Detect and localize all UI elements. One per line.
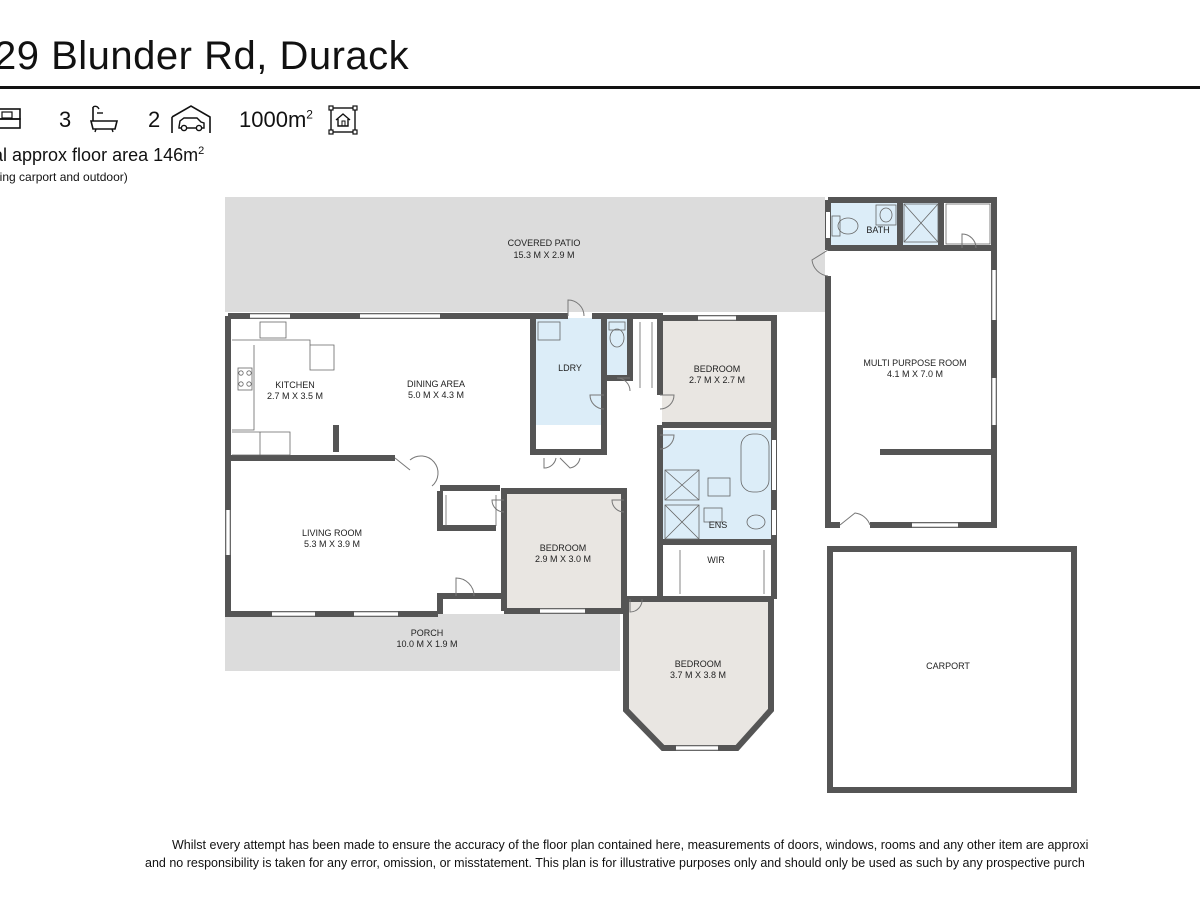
dining-size: 5.0 M X 4.3 M [408, 390, 464, 400]
total-floor-area-superscript: 2 [198, 145, 205, 157]
property-address-title: 29 Blunder Rd, Durack [0, 34, 410, 78]
header-divider [0, 86, 1200, 89]
porch-name: PORCH [411, 628, 444, 638]
living-size: 5.3 M X 3.9 M [304, 539, 360, 549]
total-floor-area: al approx floor area 146m2 [0, 145, 204, 166]
bedroom-c-name: BEDROOM [675, 659, 722, 669]
disclaimer-line-1: Whilst every attempt has been made to en… [172, 838, 1089, 852]
ldry-name: LDRY [558, 363, 582, 373]
window-frames [225, 270, 997, 751]
wc-area [604, 318, 630, 378]
dining-name: DINING AREA [407, 379, 465, 389]
multi-purpose-size: 4.1 M X 7.0 M [887, 369, 943, 379]
total-floor-area-text: al approx floor area 146m [0, 145, 199, 165]
wir-name: WIR [707, 555, 725, 565]
bed-icon [0, 108, 21, 129]
bedroom-b-name: BEDROOM [540, 543, 587, 553]
bedroom-a-size: 2.7 M X 2.7 M [689, 375, 745, 385]
bedroom-c-area [626, 599, 771, 748]
land-size-unit-superscript: 2 [306, 107, 313, 122]
carport-name: CARPORT [926, 661, 970, 671]
bath-name: BATH [866, 225, 889, 235]
bedroom-a-area [662, 318, 771, 425]
multi-purpose-name: MULTI PURPOSE ROOM [863, 358, 966, 368]
bedroom-c-size: 3.7 M X 3.8 M [670, 670, 726, 680]
car-icon [171, 105, 211, 133]
kitchen-name: KITCHEN [275, 380, 315, 390]
bath-area [829, 202, 899, 245]
bath-icon [89, 105, 119, 133]
floor-area-note: ding carport and outdoor) [0, 170, 128, 184]
covered-patio-name: COVERED PATIO [508, 238, 581, 248]
bedroom-b-size: 2.9 M X 3.0 M [535, 554, 591, 564]
door-swings [394, 233, 977, 613]
land-size-value: 1000m [239, 107, 307, 132]
room-labels: COVERED PATIO 15.3 M X 2.9 M KITCHEN 2.7… [267, 225, 970, 680]
kitchen-size: 2.7 M X 3.5 M [267, 391, 323, 401]
disclaimer-line-2: and no responsibility is taken for any e… [145, 856, 1085, 870]
land-area-icon [328, 105, 358, 135]
ldry-area [535, 318, 603, 425]
ens-name: ENS [709, 520, 728, 530]
fixtures [232, 203, 991, 594]
windows [226, 212, 996, 750]
porch-area [225, 614, 620, 671]
bedroom-b-area [507, 491, 622, 611]
bathroom-count: 2 [148, 107, 161, 132]
porch-size: 10.0 M X 1.9 M [396, 639, 457, 649]
covered-patio-area [225, 197, 825, 312]
bedroom-count: 3 [59, 107, 72, 132]
bedroom-a-name: BEDROOM [694, 364, 741, 374]
covered-patio-size: 15.3 M X 2.9 M [513, 250, 574, 260]
living-name: LIVING ROOM [302, 528, 362, 538]
land-size: 1000m2 [239, 107, 313, 133]
